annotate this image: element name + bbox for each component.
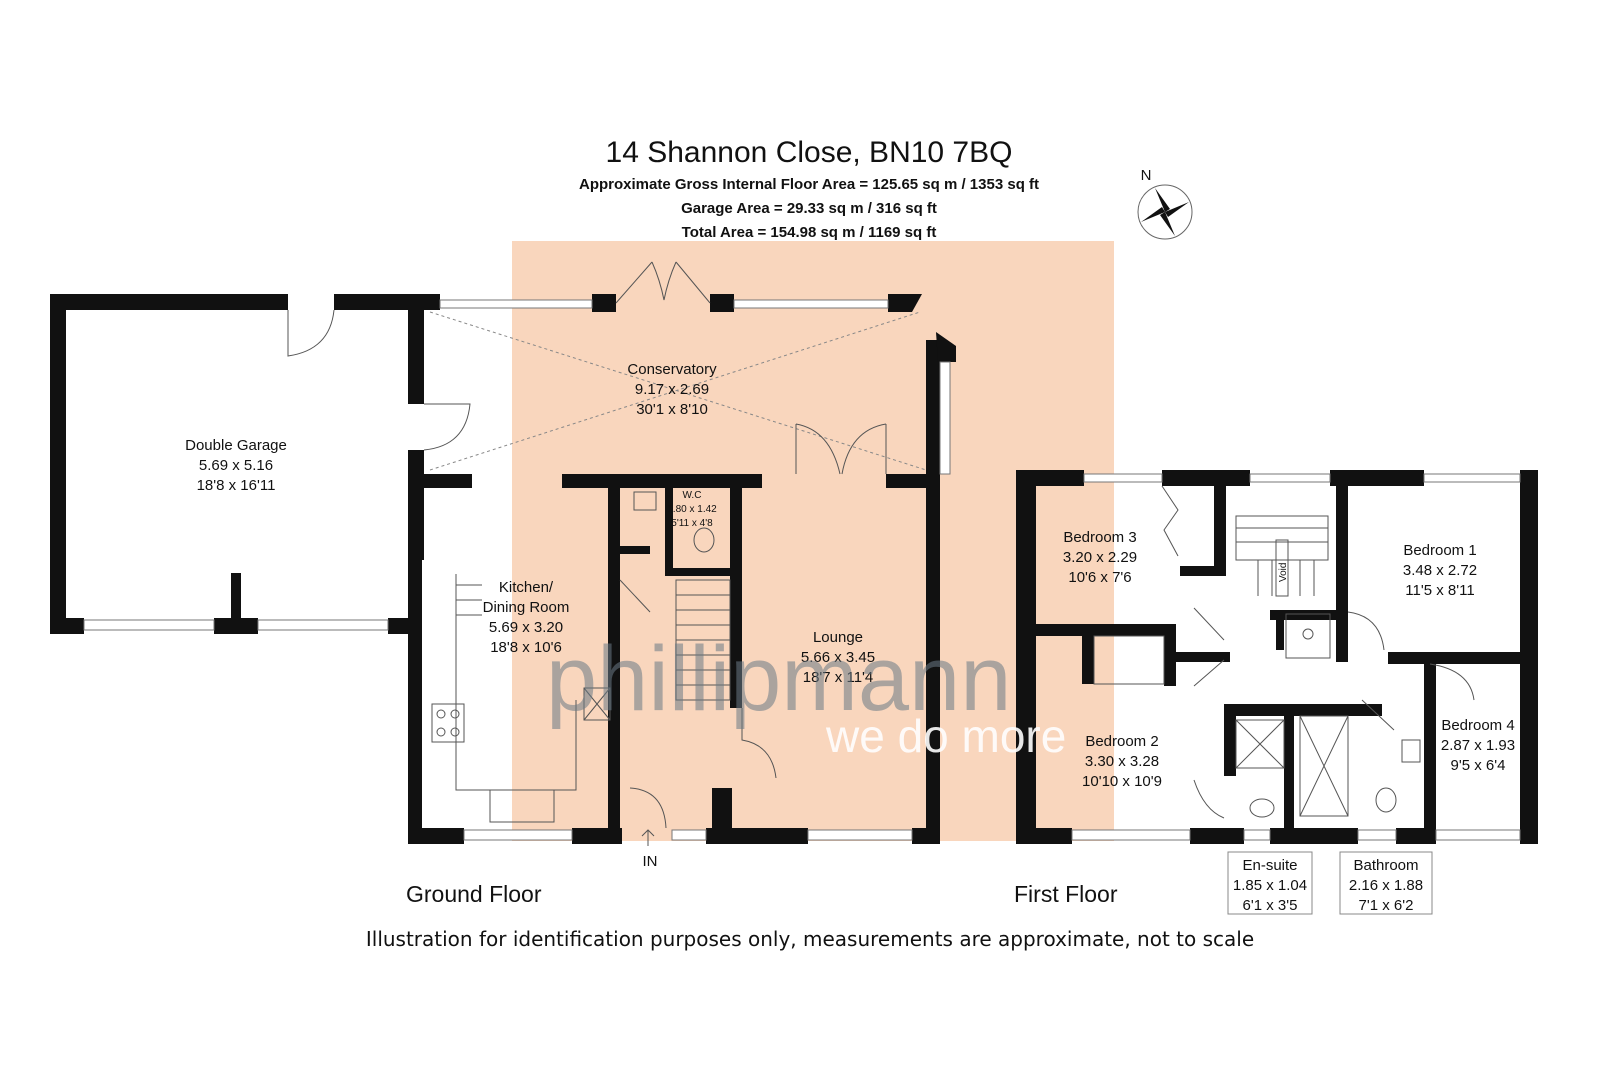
room-metric: 9.17 x 2.69	[635, 381, 709, 398]
room-name: En-suite	[1242, 857, 1297, 874]
room-imperial: 10'6 x 7'6	[1068, 569, 1131, 586]
room-metric: 5.66 x 3.45	[801, 649, 875, 666]
room-name: Lounge	[813, 629, 863, 646]
room-conservatory: Conservatory 9.17 x 2.69 30'1 x 8'10	[627, 361, 717, 418]
room-kitchen-dining: Kitchen/ Dining Room 5.69 x 3.20 18'8 x …	[483, 579, 570, 656]
void-label: Void	[1278, 563, 1289, 582]
ground-floor-label: Ground Floor	[406, 881, 542, 907]
room-imperial: 30'1 x 8'10	[636, 401, 708, 418]
ground-floor-walls	[50, 294, 956, 844]
address-title: 14 Shannon Close, BN10 7BQ	[606, 136, 1013, 169]
room-imperial: 10'10 x 10'9	[1082, 773, 1162, 790]
disclaimer-text: Illustration for identification purposes…	[366, 927, 1254, 951]
room-name: Bedroom 4	[1441, 717, 1514, 734]
room-imperial: 11'5 x 8'11	[1405, 582, 1474, 599]
room-metric: 3.20 x 2.29	[1063, 549, 1137, 566]
room-metric: 1.85 x 1.04	[1233, 877, 1307, 894]
ground-floor-details	[83, 261, 951, 846]
room-metric: 2.16 x 1.88	[1349, 877, 1423, 894]
room-metric: 2.87 x 1.93	[1441, 737, 1515, 754]
garage-area-text: Garage Area = 29.33 sq m / 316 sq ft	[681, 200, 937, 217]
watermark-tagline: we do more	[825, 710, 1066, 762]
room-metric: 1.80 x 1.42	[667, 504, 717, 515]
room-name: Conservatory	[627, 361, 717, 378]
room-name: Bedroom 3	[1063, 529, 1136, 546]
room-imperial: 18'7 x 11'4	[803, 669, 874, 686]
first-floor-details: Void	[1071, 473, 1521, 841]
room-metric: 3.48 x 2.72	[1403, 562, 1477, 579]
room-bedroom-3: Bedroom 3 3.20 x 2.29 10'6 x 7'6	[1063, 529, 1137, 586]
room-wc: W.C 1.80 x 1.42 5'11 x 4'8	[667, 490, 717, 529]
first-floor-walls	[1016, 470, 1538, 844]
room-name-line2: Dining Room	[483, 599, 570, 616]
room-imperial: 7'1 x 6'2	[1359, 897, 1414, 914]
room-bedroom-1: Bedroom 1 3.48 x 2.72 11'5 x 8'11	[1403, 542, 1477, 599]
room-bedroom-2: Bedroom 2 3.30 x 3.28 10'10 x 10'9	[1082, 733, 1162, 790]
room-lounge: Lounge 5.66 x 3.45 18'7 x 11'4	[801, 629, 875, 686]
total-area-text: Total Area = 154.98 sq m / 1169 sq ft	[682, 224, 937, 241]
room-name: Bedroom 1	[1403, 542, 1476, 559]
room-imperial: 5'11 x 4'8	[671, 518, 713, 529]
room-double-garage: Double Garage 5.69 x 5.16 18'8 x 16'11	[185, 437, 287, 494]
gross-area-text: Approximate Gross Internal Floor Area = …	[579, 176, 1039, 193]
room-bedroom-4: Bedroom 4 2.87 x 1.93 9'5 x 6'4	[1441, 717, 1515, 774]
room-name: W.C	[683, 490, 702, 501]
room-imperial: 18'8 x 10'6	[490, 639, 562, 656]
room-imperial: 6'1 x 3'5	[1243, 897, 1298, 914]
room-metric: 3.30 x 3.28	[1085, 753, 1159, 770]
room-name: Double Garage	[185, 437, 287, 454]
room-name-line1: Kitchen/	[499, 579, 554, 596]
watermark-brand: phillipmann	[546, 628, 1011, 730]
room-name: Bedroom 2	[1085, 733, 1158, 750]
room-imperial: 9'5 x 6'4	[1451, 757, 1506, 774]
entrance-label: IN	[643, 853, 658, 870]
compass-north-label: N	[1141, 167, 1152, 184]
room-imperial: 18'8 x 16'11	[197, 477, 276, 494]
room-name: Bathroom	[1353, 857, 1418, 874]
room-en-suite: En-suite 1.85 x 1.04 6'1 x 3'5	[1227, 851, 1313, 915]
compass-icon: N	[1137, 167, 1193, 240]
room-bathroom: Bathroom 2.16 x 1.88 7'1 x 6'2	[1339, 851, 1433, 915]
first-floor-label: First Floor	[1014, 881, 1118, 907]
room-metric: 5.69 x 5.16	[199, 457, 273, 474]
room-metric: 5.69 x 3.20	[489, 619, 563, 636]
